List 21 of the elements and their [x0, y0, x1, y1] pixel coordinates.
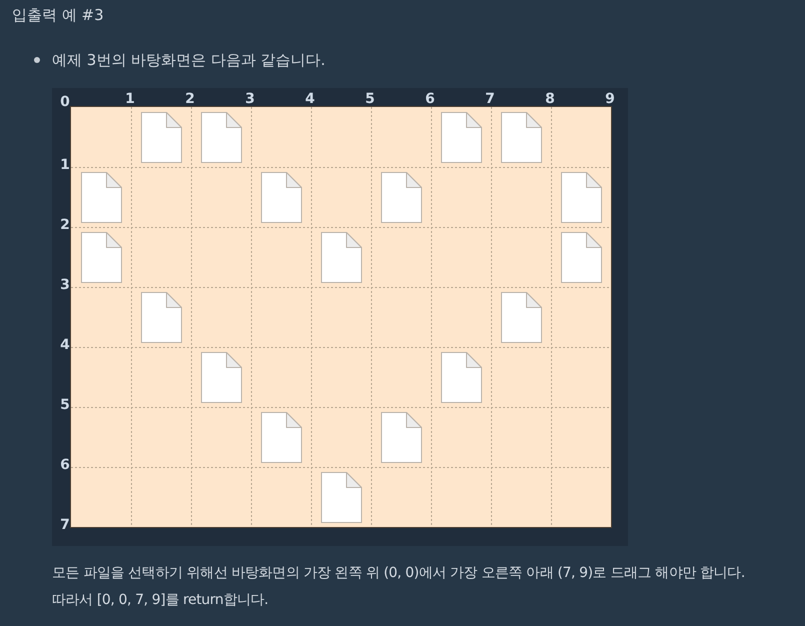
paragraph-text: 모든 파일을 선택하기 위해선 바탕화면의 가장 왼쪽 위 (0, 0)에서 가장 오른쪽 아래 (7, 9)로 드래그 해야만 합니다.	[52, 564, 745, 583]
axis-tick-label: 6	[425, 91, 435, 107]
axis-tick-label: 5	[60, 397, 70, 413]
axis-tick-label: 8	[545, 91, 555, 107]
axis-tick-label: 4	[60, 337, 70, 353]
axis-tick-label: 4	[305, 91, 315, 107]
axis-tick-label: 0	[60, 94, 70, 110]
axis-tick-label: 7	[485, 91, 495, 107]
axis-tick-label: 1	[125, 91, 135, 107]
bullet-text: 예제 3번의 바탕화면은 다음과 같습니다.	[52, 50, 326, 70]
axis-tick-label: 7	[60, 517, 70, 533]
heading: 입출력 예 #3	[12, 5, 104, 25]
axis-tick-label: 9	[605, 91, 615, 107]
axis-tick-label: 2	[60, 217, 70, 233]
axis-tick-label: 3	[60, 277, 70, 293]
axis-tick-label: 5	[365, 91, 375, 107]
axis-tick-label: 3	[245, 91, 255, 107]
axis-tick-label: 1	[60, 157, 70, 173]
paragraph-text: 따라서 [0, 0, 7, 9]를 return합니다.	[52, 591, 268, 610]
axis-tick-label: 6	[60, 457, 70, 473]
axis-tick-label: 2	[185, 91, 195, 107]
